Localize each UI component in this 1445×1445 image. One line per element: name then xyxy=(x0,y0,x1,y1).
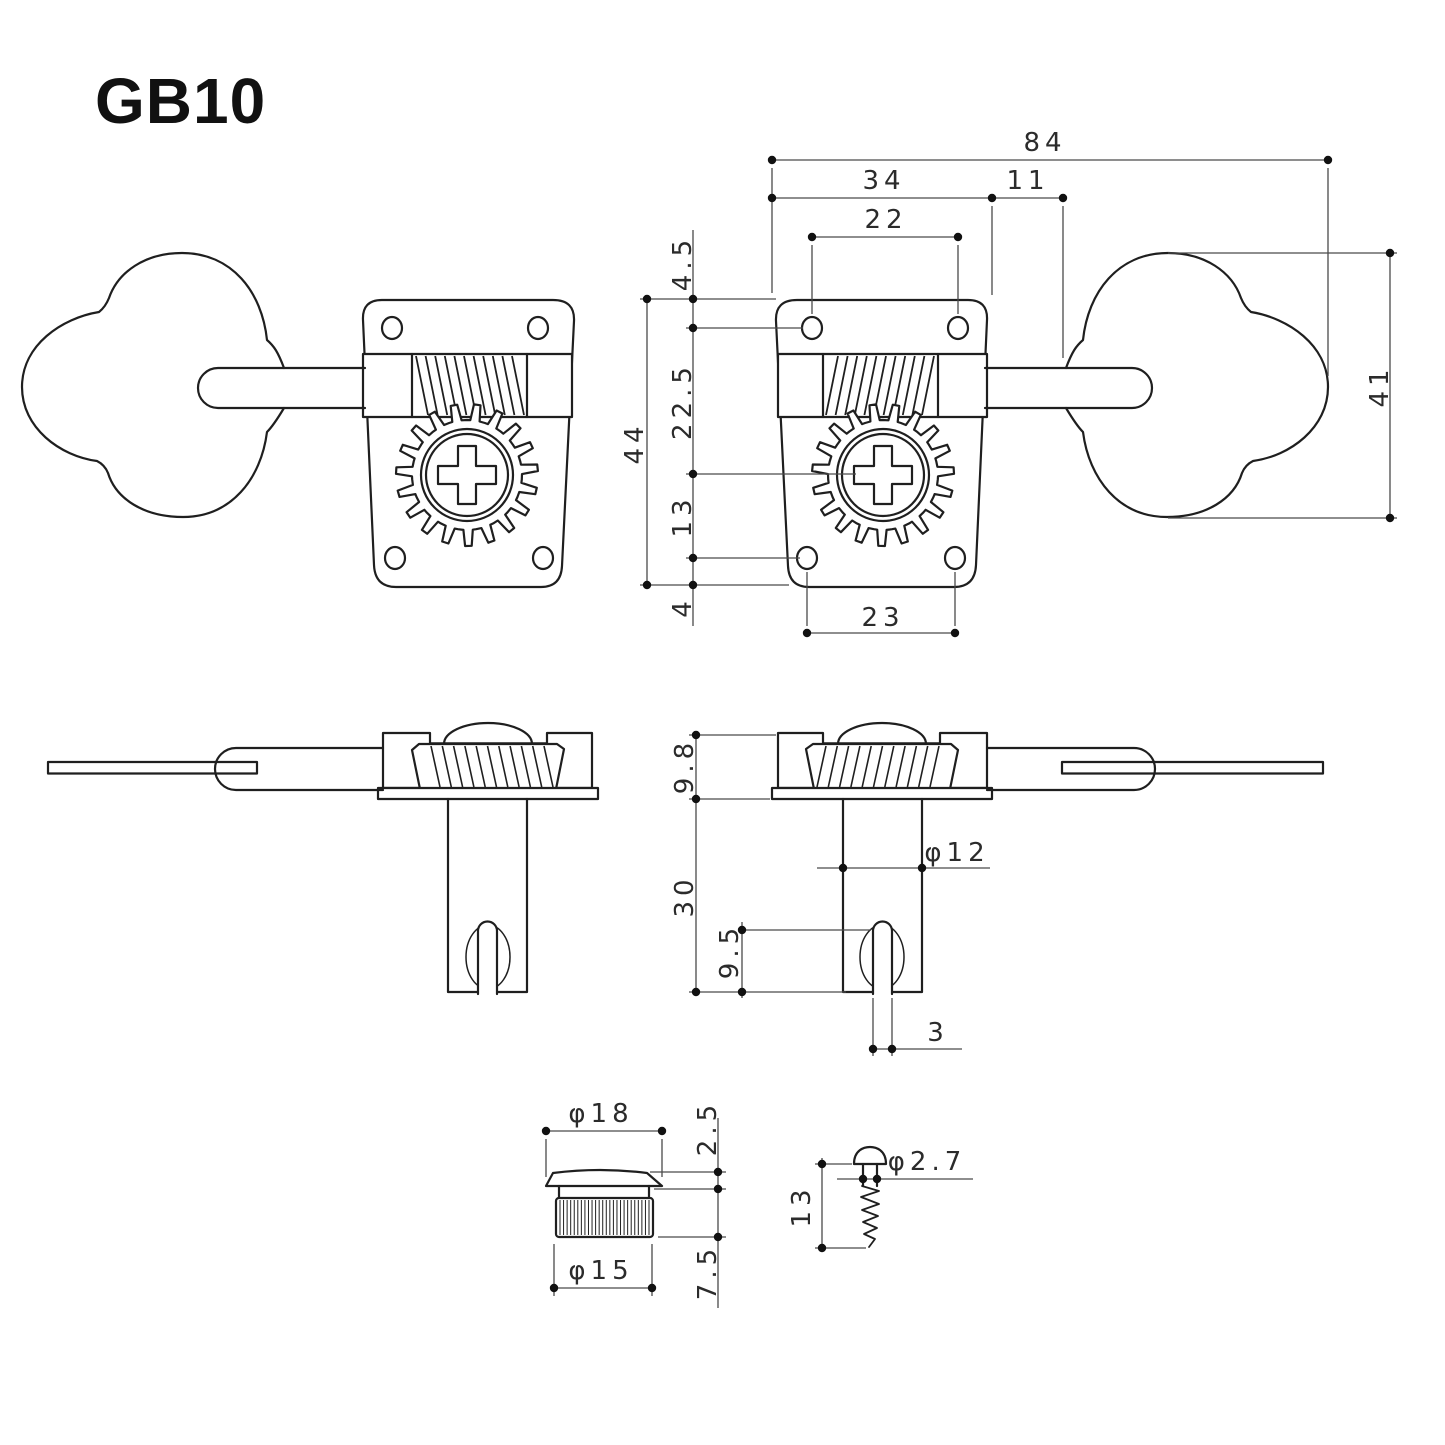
screw-head xyxy=(852,1145,888,1166)
front-view-right xyxy=(774,251,1330,589)
dimension-dots xyxy=(541,155,1395,1293)
dim-slot-width: 3 xyxy=(927,1018,949,1048)
side-view-right xyxy=(770,721,1157,996)
dim-button-length: 41 xyxy=(1365,364,1395,407)
screw-thread xyxy=(860,1185,880,1248)
dim-screw-length: 13 xyxy=(787,1184,817,1227)
dimension-lines-bushing xyxy=(545,1118,726,1308)
dim-plate-top-to-upper-hole: 4.5 xyxy=(668,235,698,291)
screw-view xyxy=(852,1145,888,1248)
screw-hole xyxy=(943,545,967,571)
dim-bushing-body-diameter: φ15 xyxy=(568,1256,633,1286)
paddle-button-edge-right xyxy=(1060,760,1325,775)
worm-housing xyxy=(776,352,989,419)
front-view-left xyxy=(20,251,576,589)
side-view-left xyxy=(213,721,600,996)
dimension-labels: 84 34 11 22 23 4.5 22.5 13 4 44 41 9.8 3… xyxy=(568,128,1395,1300)
dim-screw-diameter: φ2.7 xyxy=(888,1147,967,1177)
bushing-knurl xyxy=(559,1200,650,1235)
screw-hole xyxy=(800,315,824,341)
bushing-view xyxy=(544,1168,664,1239)
page-title: GB10 xyxy=(95,65,266,137)
dim-bushing-body-height: 7.5 xyxy=(693,1244,723,1300)
dim-post-length: 30 xyxy=(670,874,700,917)
cog-gear xyxy=(811,403,956,548)
wheel-facets xyxy=(816,745,940,788)
dim-overall-width: 84 xyxy=(1023,128,1066,158)
dimension-lines-side xyxy=(689,734,990,1056)
dim-lower-screw-spacing: 23 xyxy=(861,603,904,633)
bushing-barrel xyxy=(554,1196,655,1239)
dim-upper-hole-to-gear: 22.5 xyxy=(668,362,698,440)
dim-bushing-head-diameter: φ18 xyxy=(568,1099,633,1129)
flange-plate xyxy=(770,786,994,801)
dim-bushing-head-height: 2.5 xyxy=(693,1100,723,1156)
dim-slot-depth: 9.5 xyxy=(715,923,745,979)
button-shaft-side xyxy=(985,746,1157,792)
bushing-head xyxy=(544,1168,664,1188)
screw-hole xyxy=(946,315,970,341)
dim-plate-to-button: 11 xyxy=(1006,166,1049,196)
dimension-lines xyxy=(541,155,1397,1308)
button-shaft xyxy=(983,366,1154,410)
dim-plate-height: 44 xyxy=(620,421,650,464)
dim-upper-screw-spacing: 22 xyxy=(864,205,907,235)
paddle-button-edge-left xyxy=(46,760,259,775)
dimension-lines-front xyxy=(640,159,1397,634)
dim-lower-hole-to-plate-bottom: 4 xyxy=(668,596,698,618)
clover-button xyxy=(1064,251,1330,519)
dim-housing-height: 9.8 xyxy=(670,738,700,794)
dim-post-diameter: φ12 xyxy=(924,838,989,868)
phillips-screw-icon xyxy=(852,444,914,506)
dim-gear-to-lower-hole: 13 xyxy=(668,494,698,537)
post-slot xyxy=(871,920,894,996)
bearing-dome xyxy=(836,721,928,746)
dim-plate-width: 34 xyxy=(862,166,905,196)
dimension-lines-screw xyxy=(815,1158,973,1249)
